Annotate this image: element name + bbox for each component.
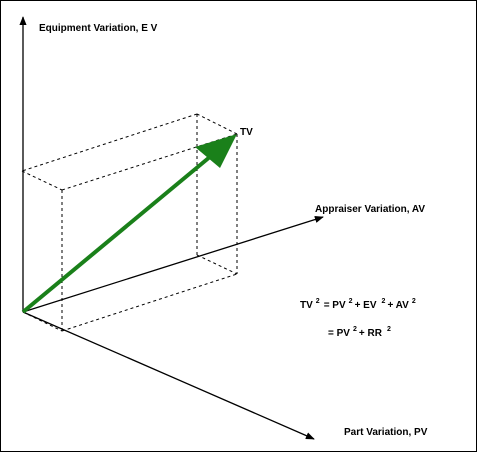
tv-vector bbox=[21, 134, 237, 314]
box-edge bbox=[21, 170, 63, 191]
box-edge bbox=[61, 273, 238, 332]
eq2-term-1-exponent: 2 bbox=[353, 326, 357, 333]
appraiser-axis-label: Appraiser Variation, AV bbox=[315, 204, 425, 215]
tv-vector-arrowhead bbox=[195, 134, 237, 168]
box-edge bbox=[196, 113, 238, 135]
box-edge bbox=[196, 254, 238, 275]
eq1-lhs: TV bbox=[300, 300, 313, 311]
eq1-lhs-exponent: 2 bbox=[316, 298, 320, 305]
box-edge bbox=[21, 113, 198, 172]
eq2-term-1: = PV bbox=[328, 328, 350, 339]
axes bbox=[19, 16, 324, 440]
tv-vector-shaft bbox=[21, 154, 213, 314]
eq1-term-3-exponent: 2 bbox=[412, 298, 416, 305]
eq1-term-1: = PV bbox=[324, 300, 346, 311]
tv-vector-label: TV bbox=[240, 127, 253, 138]
eq1-term-2: + EV bbox=[355, 300, 377, 311]
part-axis-label: Part Variation, PV bbox=[344, 427, 428, 438]
eq2-term-2-exponent: 2 bbox=[387, 326, 391, 333]
eq2-term-2: + RR bbox=[359, 328, 383, 339]
appraiser-axis bbox=[22, 216, 324, 313]
eq1-term-3: + AV bbox=[387, 300, 409, 311]
eq1-term-2-exponent: 2 bbox=[382, 298, 386, 305]
equipment-axis-label: Equipment Variation, E V bbox=[39, 23, 158, 34]
box-edge bbox=[61, 133, 238, 191]
part-axis bbox=[22, 311, 315, 440]
eq1-term-1-exponent: 2 bbox=[349, 298, 353, 305]
